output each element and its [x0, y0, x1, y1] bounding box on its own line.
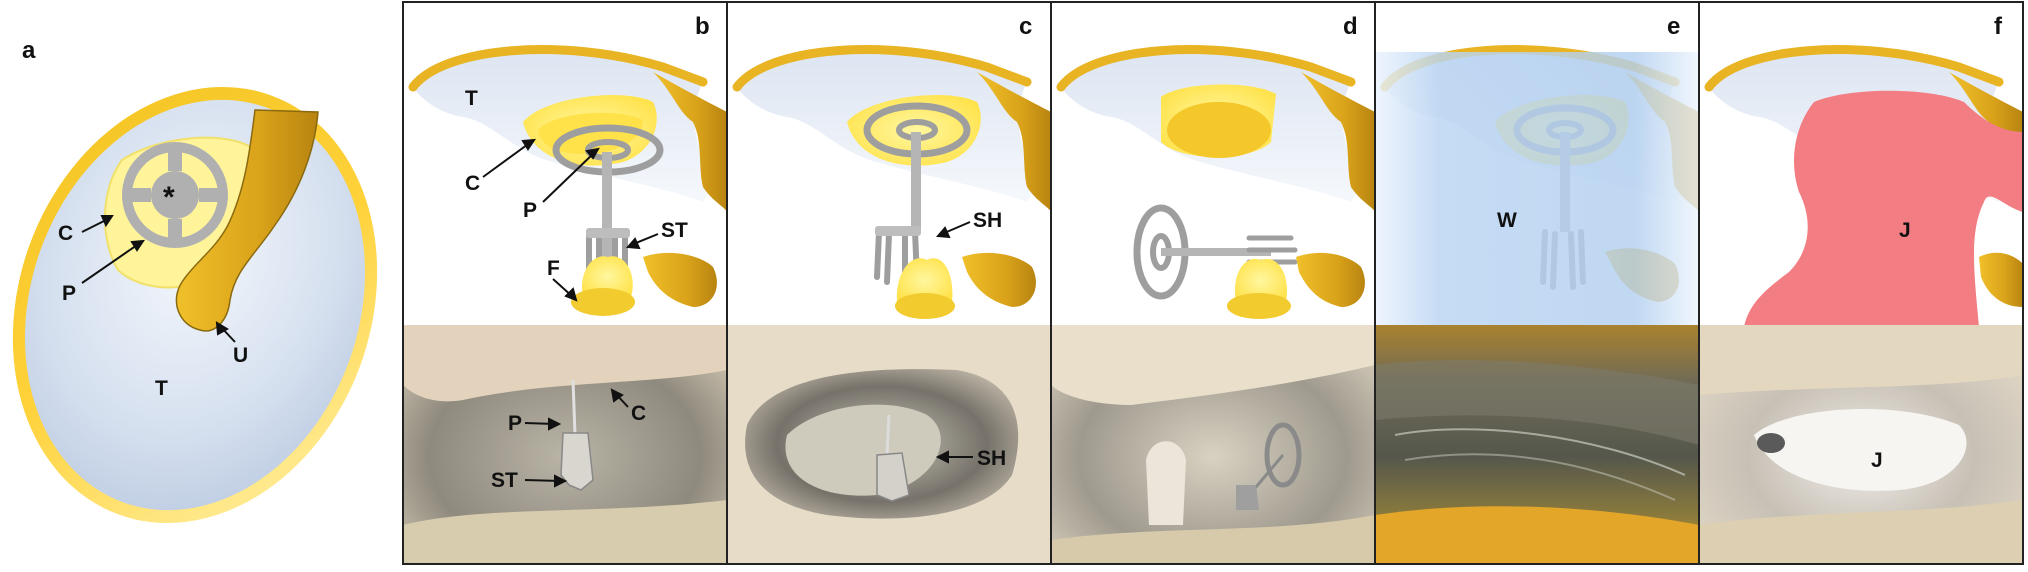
panel-grid-borders	[402, 1, 2024, 565]
panel-c: SH c SH	[727, 2, 1051, 564]
prosthesis-d	[1133, 204, 1298, 300]
panel-b-schematic: T C P ST F b	[403, 2, 727, 325]
label-st-b: ST	[661, 219, 688, 242]
photo-label-j-f: J	[1871, 449, 1883, 472]
panel-a: a * C P U T	[12, 37, 378, 524]
panel-b: T C P ST F b P C ST	[403, 2, 727, 564]
panel-a-arrows	[81, 215, 236, 343]
panel-f: J f J	[1699, 2, 2023, 564]
label-p-b: P	[523, 199, 537, 222]
water-overlay	[1375, 52, 1699, 325]
panel-c-schematic-arrows	[935, 221, 971, 239]
panel-c-photo-arrows	[935, 450, 973, 464]
label-c-b: C	[465, 172, 480, 195]
panel-f-photo: J	[1699, 325, 2023, 564]
label-t-a: T	[155, 377, 168, 400]
center-asterisk: *	[163, 181, 175, 214]
label-c-a: C	[58, 222, 73, 245]
panel-e-schematic: W e	[1375, 2, 1699, 325]
panel-e-letter: e	[1667, 13, 1680, 40]
panel-d: d	[1051, 2, 1375, 564]
panel-e: W e	[1375, 2, 1699, 564]
panel-a-letter: a	[22, 37, 36, 64]
prosthesis-c	[863, 102, 971, 287]
umbo-malleus	[175, 109, 319, 332]
photo-label-st-b: ST	[491, 469, 518, 492]
panel-c-letter: c	[1019, 13, 1032, 40]
panel-b-photo-arrows	[524, 388, 629, 488]
label-j-f: J	[1899, 219, 1911, 242]
photo-label-sh-c: SH	[977, 447, 1006, 470]
tympanic-membrane-illustration: * C P U T	[12, 86, 378, 524]
gel-fill	[1744, 90, 2023, 325]
panel-b-schematic-arrows	[482, 138, 659, 302]
label-f-b: F	[547, 257, 560, 280]
panel-f-schematic: J f	[1699, 2, 2023, 325]
panel-c-schematic: SH c	[727, 2, 1051, 325]
panel-c-photo: SH	[727, 325, 1051, 564]
panel-d-letter: d	[1343, 13, 1358, 40]
photo-label-p-b: P	[508, 412, 522, 435]
panel-e-photo	[1375, 325, 1699, 564]
panel-b-letter: b	[695, 13, 710, 40]
panel-d-photo	[1051, 325, 1375, 564]
label-sh-c: SH	[973, 209, 1002, 232]
panel-f-letter: f	[1994, 13, 2003, 40]
label-u-a: U	[233, 344, 248, 367]
label-w-e: W	[1497, 209, 1517, 232]
label-p-a: P	[62, 282, 76, 305]
prosthesis-disc-a	[122, 142, 228, 248]
photo-label-c-b: C	[631, 402, 646, 425]
panel-b-photo: P C ST	[403, 325, 727, 564]
panel-d-schematic: d	[1051, 2, 1375, 325]
label-t-b: T	[465, 87, 478, 110]
